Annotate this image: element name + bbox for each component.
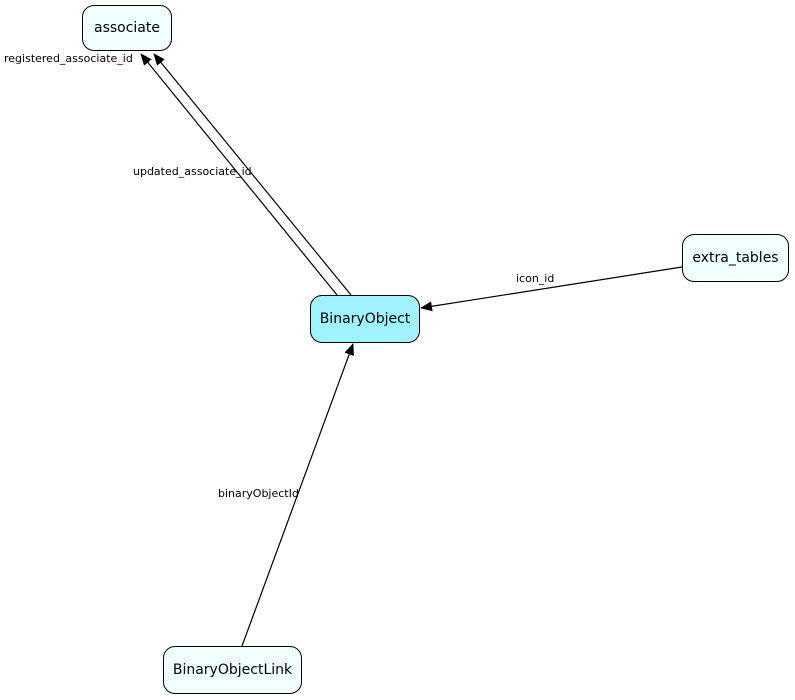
edge-label-updated-associate-id: updated_associate_id bbox=[133, 165, 252, 178]
node-binary-object-link[interactable]: BinaryObjectLink bbox=[163, 646, 302, 694]
node-associate[interactable]: associate bbox=[82, 5, 172, 51]
edge-registered-associate-id bbox=[153, 53, 352, 296]
edge-label-icon-id: icon_id bbox=[516, 272, 555, 285]
node-label: BinaryObjectLink bbox=[172, 662, 293, 678]
edge-icon-id bbox=[420, 266, 683, 312]
edge-label-registered-associate-id: registered_associate_id bbox=[4, 52, 133, 65]
node-label: associate bbox=[93, 20, 160, 36]
node-label: BinaryObject bbox=[319, 311, 411, 327]
edge-binary-object-id bbox=[241, 343, 354, 647]
edge-label-binary-object-id: binaryObjectId bbox=[218, 487, 299, 500]
node-label: extra_tables bbox=[692, 250, 779, 266]
edge-updated-associate-id bbox=[140, 53, 338, 296]
node-extra-tables[interactable]: extra_tables bbox=[682, 234, 789, 282]
node-binary-object[interactable]: BinaryObject bbox=[310, 295, 420, 343]
